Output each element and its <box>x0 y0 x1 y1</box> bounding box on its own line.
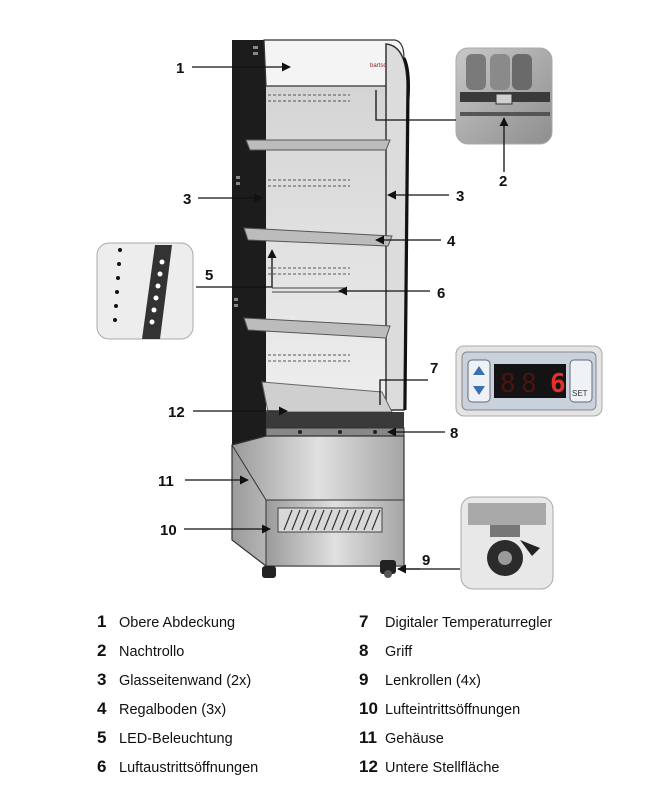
legend-number: 11 <box>359 728 377 747</box>
legend-number: 7 <box>359 612 369 631</box>
legend-item: 2 Nachtrollo <box>97 641 258 670</box>
legend-item: 3 Glasseitenwand (2x) <box>97 670 258 699</box>
legend-label: Obere Abdeckung <box>119 615 236 631</box>
legend-number: 6 <box>97 757 107 776</box>
callout-7: 7 <box>430 360 438 377</box>
callout-11: 11 <box>158 473 174 490</box>
svg-text:8: 8 <box>500 369 516 399</box>
left-side-frame <box>232 40 266 500</box>
inset-night-blind <box>455 47 553 145</box>
handle <box>265 427 405 437</box>
inset-castor <box>460 496 554 590</box>
legend-item: 12 Untere Stellfläche <box>359 757 552 786</box>
leader-lines <box>184 62 509 574</box>
legend-number: 8 <box>359 641 369 660</box>
legend-number: 3 <box>97 670 107 689</box>
callout-2: 2 <box>499 173 507 190</box>
legend-item: 9 Lenkrollen (4x) <box>359 670 552 699</box>
legend-label: Untere Stellfläche <box>385 760 500 776</box>
right-glass-side-wall <box>385 43 408 411</box>
legend-item: 6 Luftaustrittsöffnungen <box>97 757 258 786</box>
legend-label: Luftaustrittsöffnungen <box>119 760 259 776</box>
air-inlet-grille <box>277 507 383 533</box>
legend-number: 12 <box>359 757 378 776</box>
legend-item: 11 Gehäuse <box>359 728 552 757</box>
controller-display: 6 <box>550 369 566 399</box>
cabinet: bartscher <box>231 39 410 578</box>
inset-temperature-controller: 6 8 8 SET <box>455 345 603 417</box>
legend-item: 5 LED-Beleuchtung <box>97 728 258 757</box>
legend-item: 7 Digitaler Temperaturregler <box>359 612 552 641</box>
shelf-1 <box>245 139 391 151</box>
legend-label: Regalboden (3x) <box>119 702 227 718</box>
callout-numbers: 1 2 3 3 4 5 6 7 8 9 10 11 12 <box>158 60 507 569</box>
shelf-2 <box>243 227 393 247</box>
legend-label: Gehäuse <box>385 731 444 747</box>
callout-8: 8 <box>450 425 458 442</box>
legend-left-column: 1 Obere Abdeckung 2 Nachtrollo 3 Glassei… <box>97 612 258 786</box>
shelf-3 <box>243 317 391 339</box>
shelves <box>243 139 393 413</box>
legend-number: 1 <box>97 612 107 631</box>
controller-set-label: SET <box>572 389 588 398</box>
legend-label: Nachtrollo <box>119 644 185 660</box>
legend-number: 10 <box>359 699 378 718</box>
callout-10: 10 <box>160 522 177 539</box>
legend-number: 4 <box>97 699 107 718</box>
legend-label: Glasseitenwand (2x) <box>119 673 252 689</box>
callout-6: 6 <box>437 285 445 302</box>
legend-label: Griff <box>385 644 413 660</box>
callout-5: 5 <box>205 267 213 284</box>
legend-label: Lenkrollen (4x) <box>385 673 481 689</box>
back-wall-vents <box>258 94 350 362</box>
legend-item: 1 Obere Abdeckung <box>97 612 258 641</box>
inset-led-strip <box>96 242 194 340</box>
legend-item: 8 Griff <box>359 641 552 670</box>
legend-label: LED-Beleuchtung <box>119 731 233 747</box>
legend-number: 5 <box>97 728 107 747</box>
callout-12: 12 <box>168 404 185 421</box>
callout-3-right: 3 <box>456 188 464 205</box>
callout-1: 1 <box>176 60 184 77</box>
legend-number: 9 <box>359 670 369 689</box>
front-ledge <box>266 412 404 428</box>
refrigerated-display-diagram: bartscher <box>96 39 603 590</box>
callout-9: 9 <box>422 552 430 569</box>
legend-right-column: 7 Digitaler Temperaturregler 8 Griff 9 L… <box>359 612 552 786</box>
legend-item: 10 Lufteintrittsöffnungen <box>359 699 552 728</box>
callout-4: 4 <box>447 233 456 250</box>
brand-label: bartscher <box>370 63 395 69</box>
legend-item: 4 Regalboden (3x) <box>97 699 258 728</box>
castors <box>262 560 396 578</box>
legend-label: Digitaler Temperaturregler <box>385 615 553 631</box>
callout-3-left: 3 <box>183 191 191 208</box>
legend-number: 2 <box>97 641 107 660</box>
svg-text:8: 8 <box>521 369 537 399</box>
legend-label: Lufteintrittsöffnungen <box>385 702 521 718</box>
